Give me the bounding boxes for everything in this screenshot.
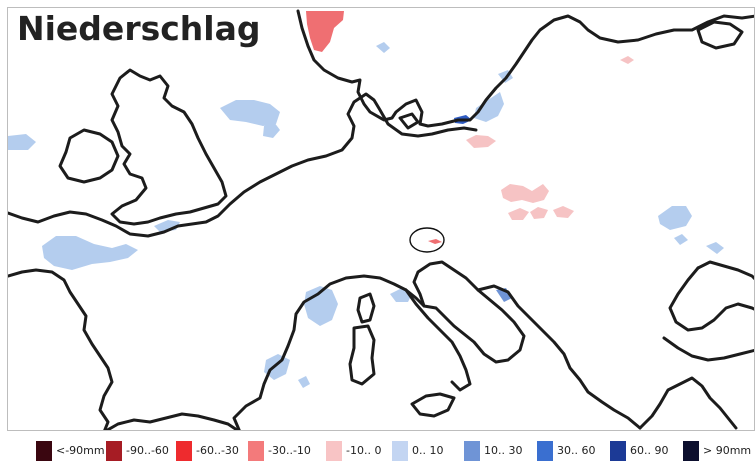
- coast-black-sea: [696, 260, 754, 281]
- coast-corsica: [356, 292, 376, 324]
- legend-label: 0.. 10: [412, 444, 444, 457]
- dry-patch-norway: [306, 11, 344, 52]
- coastlines: [8, 9, 754, 430]
- coast-italy-boot-west: [404, 288, 472, 392]
- legend-swatch: [176, 441, 192, 461]
- legend-label: > 90mm: [703, 444, 752, 457]
- coast-mediterranean-north: [232, 274, 426, 430]
- coast-iberia-north: [8, 268, 114, 430]
- legend-label: 10.. 30: [484, 444, 523, 457]
- wet-patch-ukraine-south: [674, 234, 688, 245]
- legend-label: -90..-60: [126, 444, 169, 457]
- legend-label: <-90mm: [56, 444, 105, 457]
- legend: <-90mm -90..-60 -60..-30 -30..-10 -10.. 0 0..…: [0, 438, 756, 462]
- coast-scandinavia: [296, 9, 754, 128]
- wet-patch-north-sea-south: [263, 122, 280, 138]
- wet-patch-norway-south: [376, 42, 390, 53]
- wet-patch-sardinia-west: [298, 376, 310, 388]
- coast-greece: [638, 376, 738, 430]
- legend-label: -10.. 0: [346, 444, 382, 457]
- coast-sardinia: [348, 324, 376, 386]
- anomaly-patches: [8, 11, 724, 388]
- wet-patch-north-sea: [220, 100, 280, 126]
- coast-continent: [8, 92, 478, 238]
- coast-italy: [412, 260, 526, 364]
- highlight-marker: [409, 227, 445, 253]
- wet-patch-southern-sweden: [474, 92, 504, 122]
- map-frame: [7, 7, 755, 431]
- coast-north-africa: [104, 412, 240, 430]
- legend-swatch: [464, 441, 480, 461]
- dry-patch-poland: [501, 184, 549, 203]
- coast-sicily: [410, 392, 456, 418]
- legend-swatch: [537, 441, 553, 461]
- wet-patch-biscay: [42, 236, 138, 270]
- legend-label: 60.. 90: [630, 444, 669, 457]
- legend-swatch: [36, 441, 52, 461]
- coast-black-sea-west: [668, 266, 754, 332]
- legend-label: -60..-30: [196, 444, 239, 457]
- legend-swatch: [106, 441, 122, 461]
- dry-patch-germany-east: [508, 208, 529, 220]
- dry-patch-baltic: [466, 135, 496, 148]
- legend-swatch: [683, 441, 699, 461]
- coast-north-island: [696, 20, 744, 50]
- wet-patch-sicily-channel: [264, 354, 290, 380]
- coast-ireland: [58, 128, 120, 184]
- dry-patch-alps: [428, 239, 442, 244]
- dry-patch-sweden: [620, 56, 634, 64]
- map-canvas: [8, 9, 754, 430]
- dry-patch-slovakia: [553, 206, 574, 218]
- wet-patch-atlantic: [8, 134, 36, 150]
- wet-patch-black-sea: [706, 242, 724, 254]
- legend-label: -30..-10: [268, 444, 311, 457]
- wet-patch-ukraine: [658, 206, 692, 230]
- legend-swatch: [392, 441, 408, 461]
- coast-anatolia: [662, 336, 754, 362]
- coast-gotland: [398, 112, 420, 130]
- map-title: Niederschlag: [17, 9, 267, 51]
- coast-great-britain: [110, 68, 228, 226]
- legend-swatch: [610, 441, 626, 461]
- legend-swatch: [326, 441, 342, 461]
- coast-balkans: [476, 284, 642, 430]
- dry-patch-czech: [530, 207, 548, 219]
- legend-swatch: [248, 441, 264, 461]
- legend-label: 30.. 60: [557, 444, 596, 457]
